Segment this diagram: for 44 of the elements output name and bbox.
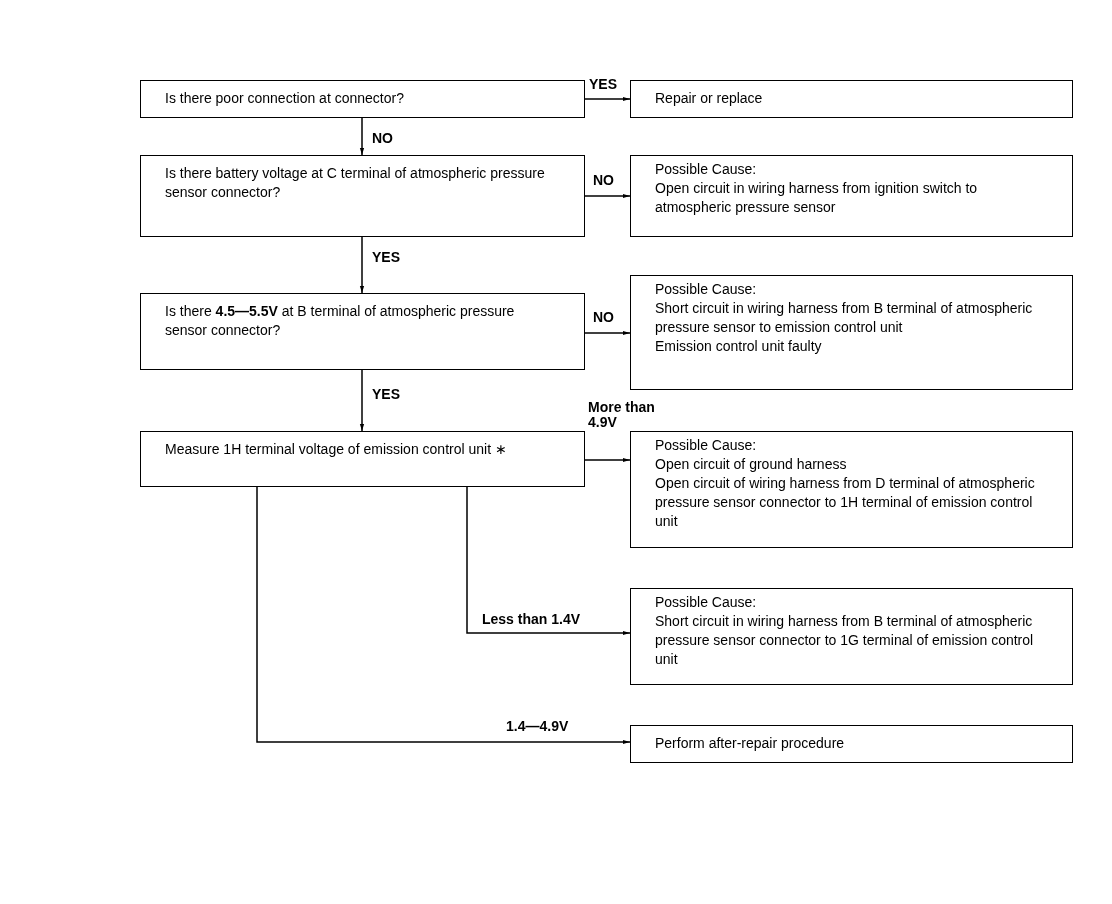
box-text: Possible Cause: (655, 436, 758, 455)
arrow (256, 486, 631, 745)
box-text: Is there poor connection at connector? (165, 89, 405, 108)
box-text: Possible Cause: (655, 160, 758, 179)
process-box (140, 431, 585, 487)
arrow (359, 236, 365, 294)
edge-label: NO (593, 173, 614, 188)
process-box (630, 725, 1073, 763)
cause-box (630, 431, 1073, 548)
arrow (584, 457, 631, 463)
box-text: Open circuit of wiring harness from D terminal of atmospheric pressure sensor connector to 1H terminal of emission control unit (655, 474, 1036, 531)
cause-box (630, 588, 1073, 685)
cause-box (630, 155, 1073, 237)
box-text: Is there battery voltage at C terminal of atmospheric pressure sensor connector? (165, 164, 546, 202)
cause-box (630, 275, 1073, 390)
box-text: Open circuit in wiring harness from ignition switch to atmospheric pressure sensor (655, 179, 979, 217)
edge-label: NO (593, 310, 614, 325)
arrow (359, 117, 365, 156)
edge-label: YES (589, 77, 617, 92)
edge-label: More than 4.9V (588, 400, 656, 430)
box-text: Possible Cause: (655, 593, 758, 612)
arrow (584, 193, 631, 199)
arrow (584, 96, 631, 102)
arrow (466, 486, 631, 636)
edge-label: Less than 1.4V (482, 612, 581, 627)
process-box (140, 155, 585, 237)
box-text: Measure 1H terminal voltage of emission control unit ∗ (165, 440, 508, 459)
arrow (359, 369, 365, 432)
edge-label: YES (372, 250, 400, 265)
arrow (584, 330, 631, 336)
box-text: Short circuit in wiring harness from B terminal of atmospheric pressure sensor to emission control unit (655, 299, 1034, 337)
process-box (140, 80, 585, 118)
box-text: Perform after-repair procedure (655, 734, 846, 753)
edge-label: 1.4—4.9V (506, 719, 569, 734)
box-text: Short circuit in wiring harness from B terminal of atmospheric pressure sensor connector to 1G terminal of emission control unit (655, 612, 1035, 669)
box-text: Is there 4.5—5.5V at B terminal of atmospheric pressure sensor connector? (165, 302, 516, 340)
process-box (140, 293, 585, 370)
edge-label: NO (372, 131, 393, 146)
process-box (630, 80, 1073, 118)
box-text: Open circuit of ground harness (655, 455, 848, 474)
box-text: Emission control unit faulty (655, 337, 823, 356)
edge-label: YES (372, 387, 400, 402)
box-text: Repair or replace (655, 89, 764, 108)
box-text: Possible Cause: (655, 280, 758, 299)
